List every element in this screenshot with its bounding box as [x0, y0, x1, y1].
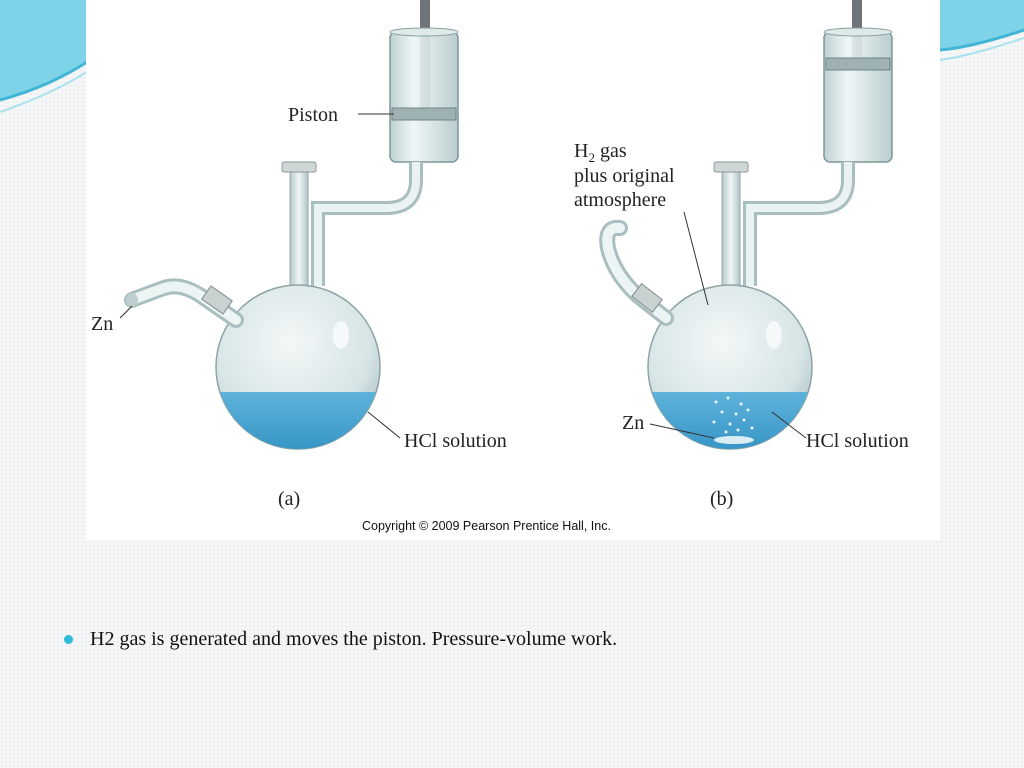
- gas-label-line1: H2 gas: [574, 140, 627, 165]
- gas-label-subscript: 2: [588, 150, 595, 165]
- gas-bubbles: [712, 396, 754, 434]
- corner-swoosh-right: [939, 0, 1024, 61]
- gas-label-prefix: H: [574, 140, 588, 162]
- piston-a: [391, 107, 457, 121]
- stopper-a: [281, 161, 317, 173]
- zinc-pellets-a: [126, 293, 138, 307]
- gas-label-suffix: gas: [595, 140, 627, 162]
- piston-label: Piston: [288, 104, 338, 126]
- caption-b: (b): [710, 488, 733, 510]
- gas-label-line3: atmosphere: [574, 189, 666, 211]
- bullet-icon: [64, 634, 73, 644]
- caption-a: (a): [278, 488, 300, 510]
- bullet-text: H2 gas is generated and moves the piston…: [90, 627, 618, 650]
- bullet-list-item: H2 gas is generated and moves the piston…: [64, 624, 964, 654]
- copyright-notice: Copyright © 2009 Pearson Prentice Hall, …: [362, 519, 611, 533]
- apparatus-diagram: Piston Zn HCl solution (a): [91, 0, 909, 533]
- piston-b: [825, 57, 891, 71]
- corner-swoosh-left: [0, 0, 90, 113]
- panel-b-apparatus: [599, 0, 893, 450]
- connecting-tube-a: [311, 162, 423, 286]
- flask-neck-b: [721, 167, 741, 291]
- gas-label-line2: plus original: [574, 165, 675, 187]
- cylinder-b: [823, 31, 893, 163]
- zn-label-b: Zn: [622, 412, 644, 434]
- stopper-b: [713, 161, 749, 173]
- hcl-solution-a: [216, 392, 380, 449]
- figure-panel: Piston Zn HCl solution (a): [86, 0, 940, 540]
- panel-a-apparatus: [119, 0, 459, 450]
- zinc-in-solution: [714, 436, 754, 444]
- hcl-solution-b: [648, 392, 812, 449]
- zn-label-a: Zn: [91, 313, 113, 335]
- hcl-label-a: HCl solution: [404, 430, 507, 452]
- connecting-tube-b: [743, 162, 855, 286]
- flask-neck-a: [289, 167, 309, 291]
- hcl-label-b: HCl solution: [806, 430, 909, 452]
- cylinder-a: [389, 31, 459, 163]
